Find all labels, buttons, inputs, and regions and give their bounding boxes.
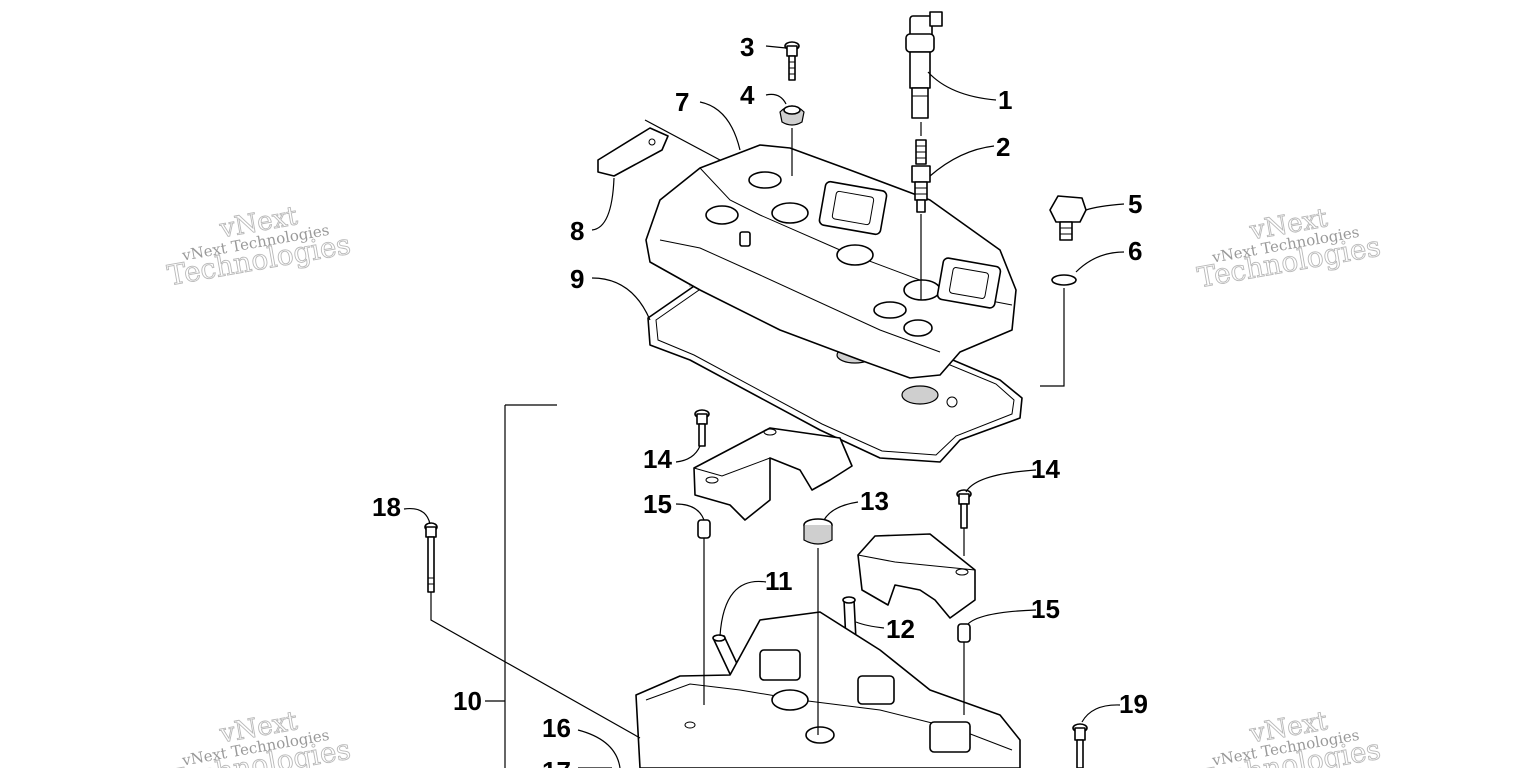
camshaft-cap-right — [857, 533, 976, 619]
dowel-left — [697, 519, 711, 539]
callout-14-right: 14 — [1031, 454, 1060, 484]
valve-cover — [645, 144, 1017, 379]
callout-10: 10 — [453, 686, 482, 716]
callout-3: 3 — [740, 32, 754, 62]
head-bolt-19 — [1072, 723, 1088, 768]
watermark-right-top: vNext vNext Technologies Technologies — [1194, 203, 1383, 295]
callout-labels: 3 4 1 7 2 5 8 6 9 14 14 13 15 18 11 15 1… — [372, 32, 1148, 768]
cap-bolt-left — [694, 409, 710, 447]
spark-plug — [911, 139, 931, 213]
cover-bolt — [784, 41, 800, 81]
cap-bolt-right — [956, 489, 972, 529]
camshaft-cap-left — [693, 427, 853, 521]
callout-15-left: 15 — [643, 489, 672, 519]
watermark-right-bottom: vNext vNext Technologies Technologies — [1194, 706, 1383, 768]
cylinder-head — [635, 611, 1021, 768]
callout-8: 8 — [570, 216, 584, 246]
head-bolt-18 — [424, 522, 438, 593]
dowel-right — [957, 623, 971, 643]
watermark-left-bottom: vNext vNext Technologies Technologies — [164, 706, 353, 768]
callout-2: 2 — [996, 132, 1010, 162]
callout-4: 4 — [740, 80, 755, 110]
oil-filler-cap — [1049, 195, 1087, 241]
callout-11: 11 — [765, 566, 793, 596]
callout-13: 13 — [860, 486, 889, 516]
leader-lines — [403, 45, 1125, 768]
bracket — [597, 127, 669, 177]
callout-17: 17 — [542, 756, 571, 768]
callout-6: 6 — [1128, 236, 1142, 266]
callout-15-right: 15 — [1031, 594, 1060, 624]
o-ring — [1051, 274, 1077, 286]
callout-7: 7 — [675, 87, 689, 117]
ignition-coil — [905, 11, 943, 119]
callout-1: 1 — [998, 85, 1012, 115]
cover-grommet — [779, 105, 805, 126]
callout-12: 12 — [886, 614, 915, 644]
callout-5: 5 — [1128, 189, 1142, 219]
callout-18: 18 — [372, 492, 401, 522]
callout-14-left: 14 — [643, 444, 672, 474]
callout-16: 16 — [542, 713, 571, 743]
seal — [803, 518, 833, 545]
watermark-left-top: vNext vNext Technologies Technologies — [164, 201, 353, 293]
callout-9: 9 — [570, 264, 584, 294]
callout-19: 19 — [1119, 689, 1148, 719]
